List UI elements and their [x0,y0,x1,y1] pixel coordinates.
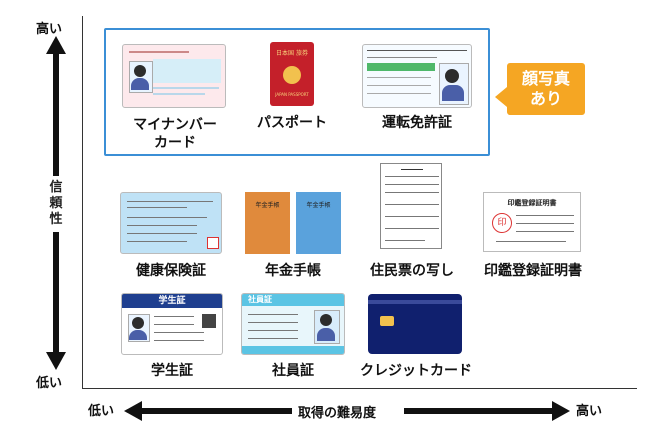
student-id-label: 学生証 [151,363,193,379]
photo-callout: 顔写真 あり [495,63,585,115]
employee-id-image: 社員証 [241,293,345,355]
passport-label: パスポート [257,115,327,131]
resident-certificate-image [380,163,442,249]
x-axis-arrow [124,401,570,421]
y-axis-high-label: 高い [36,22,63,37]
passport-image: 日本国 旅券 JAPAN PASSPORT [270,42,314,106]
plot-bottom-border [82,388,637,389]
x-axis-low-label: 低い [88,404,115,419]
pension-book-orange-image: 年金手帳 [245,192,290,254]
credit-card-image [368,294,462,354]
student-id-image: 学生証 [121,293,223,355]
seal-certificate-image: 印鑑登録証明書 印 [483,192,581,252]
health-insurance-card-image [120,192,222,254]
my-number-card-image [122,44,226,108]
employee-id-label: 社員証 [272,363,314,379]
x-axis-title: 取得の難易度 [298,406,377,421]
credit-card-label: クレジットカード [360,363,472,379]
y-axis-title: 信 頼 性 [49,180,63,227]
y-axis-low-label: 低い [36,376,63,391]
drivers-license-image [362,44,472,108]
pension-book-label: 年金手帳 [265,263,321,279]
resident-certificate-label: 住民票の写し [370,263,454,279]
pension-book-blue-image: 年金手帳 [296,192,341,254]
health-insurance-card-label: 健康保険証 [136,263,206,279]
x-axis-high-label: 高い [576,404,603,419]
photo-id-group-frame [104,28,490,156]
y-axis-arrow [46,36,66,370]
my-number-card-label: マイナンバー カード [133,117,217,151]
plot-left-border [82,16,83,388]
drivers-license-label: 運転免許証 [382,115,452,131]
seal-certificate-label: 印鑑登録証明書 [484,263,582,279]
